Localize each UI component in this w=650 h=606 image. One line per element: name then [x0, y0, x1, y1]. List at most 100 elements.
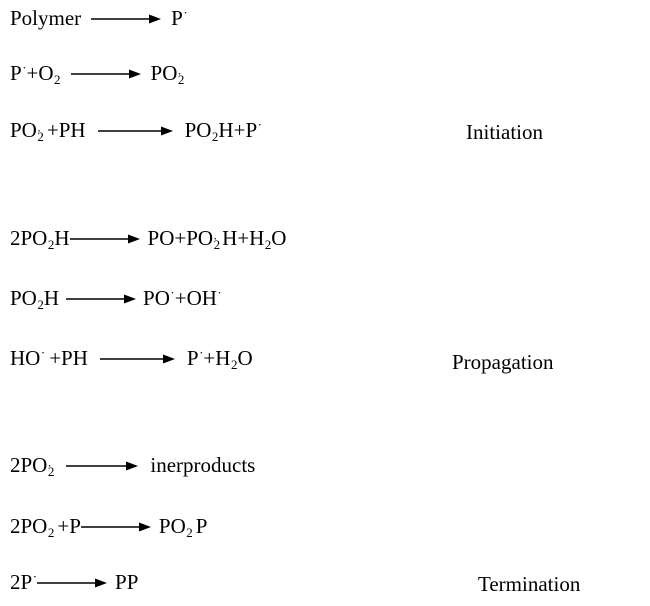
reaction-arrow-9 [37, 573, 108, 594]
atom-po: PO [10, 286, 37, 310]
radical-dot: · [257, 117, 262, 132]
radical-dot: · [36, 123, 42, 138]
atom-po: PO [184, 118, 212, 142]
atom-o: O [271, 226, 287, 250]
atom-p: P [245, 118, 258, 142]
reactant-polymer: Polymer [10, 6, 82, 30]
subscript-2: 2 [47, 237, 55, 252]
radical-dot: · [40, 345, 46, 360]
reaction-arrow-2 [70, 64, 141, 85]
subscript-2: 2 [47, 464, 55, 479]
atom-ho: HO [10, 346, 41, 370]
reactant-p: P [69, 514, 81, 538]
atom-po: PO [186, 226, 214, 250]
plus-sign: + [174, 226, 187, 250]
subscript-2: 2 [213, 237, 221, 252]
plus-sign: + [26, 61, 39, 85]
reaction-arrow-6 [99, 349, 175, 370]
atom-oh: OH [186, 286, 217, 310]
product-hydroxyl-radical: OH· [186, 285, 222, 310]
reaction-arrow-8 [80, 517, 151, 538]
atom-po: PO [158, 514, 186, 538]
subscript-2: 2 [54, 72, 61, 87]
plus-sign: + [57, 514, 70, 538]
atom-h: H [54, 226, 70, 250]
product-inert-products: inerproducts [150, 453, 256, 477]
product-p-radical: P· [171, 5, 188, 30]
subscript-2: 2 [211, 129, 219, 144]
atom-p: P [195, 514, 208, 538]
radical-dot: · [217, 285, 222, 300]
radical-dot: · [177, 66, 182, 81]
plus-sign: + [46, 118, 59, 142]
subscript-2: 2 [37, 129, 44, 144]
reaction-arrow-3 [97, 121, 173, 142]
atom-p: P [10, 61, 22, 85]
reaction-arrow-5 [66, 289, 137, 310]
radical-dot: · [47, 458, 52, 473]
radical-dot: · [32, 569, 38, 584]
reactant-ph: PH [61, 346, 88, 370]
subscript-2: 2 [37, 297, 44, 312]
radical-dot: · [183, 5, 188, 20]
coefficient-2: 2 [10, 514, 21, 538]
plus-sign: + [233, 118, 246, 142]
atom-p: P [171, 6, 183, 30]
subscript-2: 2 [47, 525, 55, 540]
plus-sign: + [237, 226, 250, 250]
reactant-ph: PH [58, 118, 86, 142]
radical-dot: · [22, 60, 27, 75]
radical-dot: · [170, 285, 175, 300]
reactant-hydroxyl-radical: HO· [10, 345, 46, 370]
subscript-2: 2 [230, 357, 238, 372]
product-p-radical: P· [186, 346, 204, 370]
atom-p: P [20, 570, 33, 594]
reaction-arrow-4 [69, 229, 140, 250]
atom-p: P [186, 346, 199, 370]
product-alkoxy-radical: PO· [143, 285, 175, 310]
atom-o: O [237, 346, 253, 370]
atom-po: PO [10, 118, 37, 142]
stage-label-propagation: Propagation [452, 350, 554, 374]
reactant-p-radical: P· [10, 60, 27, 85]
atom-po: PO [20, 453, 48, 477]
reaction-arrow-7 [66, 456, 139, 477]
atom-po: PO [143, 286, 170, 310]
coefficient-2: 2 [10, 226, 21, 250]
radical-dot: · [213, 231, 218, 246]
subscript-2: 2 [186, 525, 193, 540]
plus-sign: + [174, 286, 187, 310]
stage-label-initiation: Initiation [466, 120, 543, 144]
subscript-2: 2 [264, 237, 272, 252]
atom-po: PO [20, 226, 48, 250]
plus-sign: + [49, 346, 62, 370]
equation-row-1: Polymer P· [10, 5, 188, 30]
atom-o: O [38, 61, 54, 85]
atom-po: PO [150, 61, 178, 85]
atom-h: H [222, 226, 238, 250]
plus-sign: + [203, 346, 216, 370]
product-po: PO [147, 226, 175, 250]
atom-h: H [249, 226, 265, 250]
atom-po: PO [20, 514, 48, 538]
atom-h: H [215, 346, 231, 370]
subscript-2: 2 [177, 72, 185, 87]
